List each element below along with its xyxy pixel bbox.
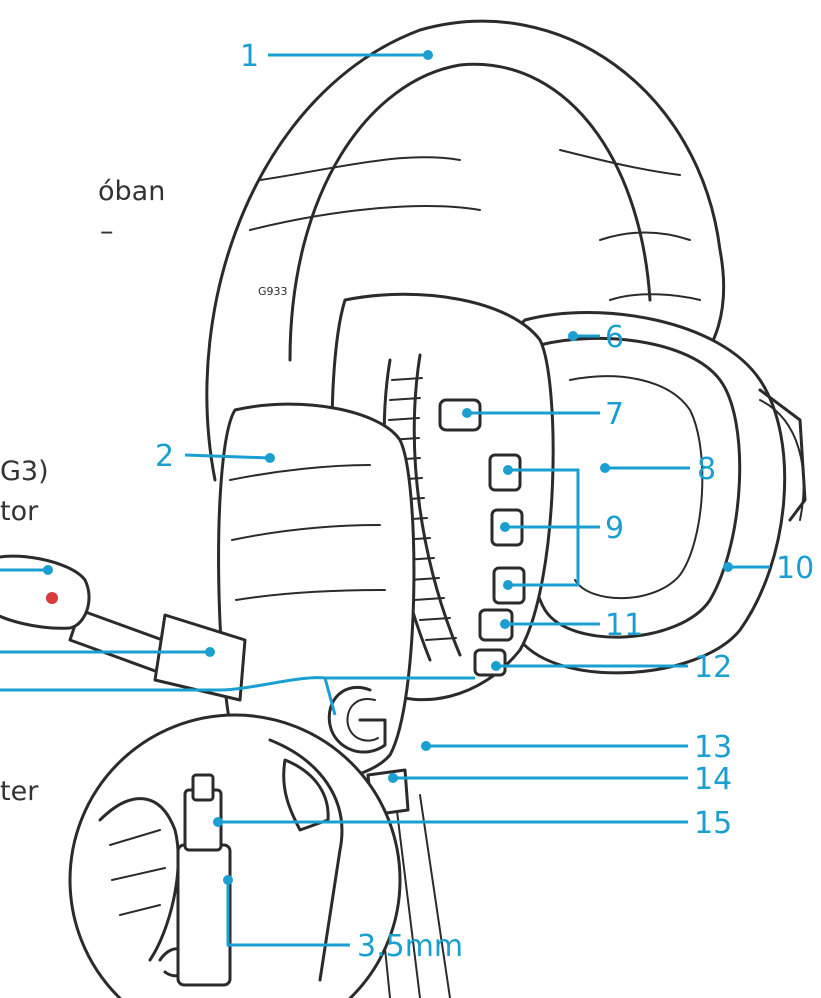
callout-8: 8 [697,452,716,487]
callout-1: 1 [240,39,259,74]
callout-7: 7 [605,397,624,432]
model-print: G933 [258,285,288,298]
edge-text-line: – [100,216,114,247]
callout-lines [0,50,770,947]
adapter-inset [68,713,402,998]
callout-10: 10 [776,551,814,586]
headset-illustration: G933 [0,19,807,998]
callout-3-5mm: 3.5mm [357,929,463,964]
callout-labels: 1 2 6 7 8 9 10 11 12 13 14 15 3.5mm [155,39,814,964]
callout-14: 14 [694,762,732,797]
edge-text-line: ter [0,776,39,807]
callout-12: 12 [694,650,732,685]
callout-2: 2 [155,439,174,474]
callout-15: 15 [694,806,732,841]
side-buttons [438,398,526,677]
g-logo-icon [327,686,387,754]
callout-6: 6 [605,320,624,355]
edge-text-line: óban [98,176,165,207]
microphone-boom [0,554,247,702]
edge-text-line: tor [0,496,39,527]
callout-11: 11 [605,608,643,643]
callout-9: 9 [605,511,624,546]
edge-text-line: G3) [0,456,49,487]
left-edge-text: óban – G3) tor ter [0,176,165,807]
callout-13: 13 [694,730,732,765]
